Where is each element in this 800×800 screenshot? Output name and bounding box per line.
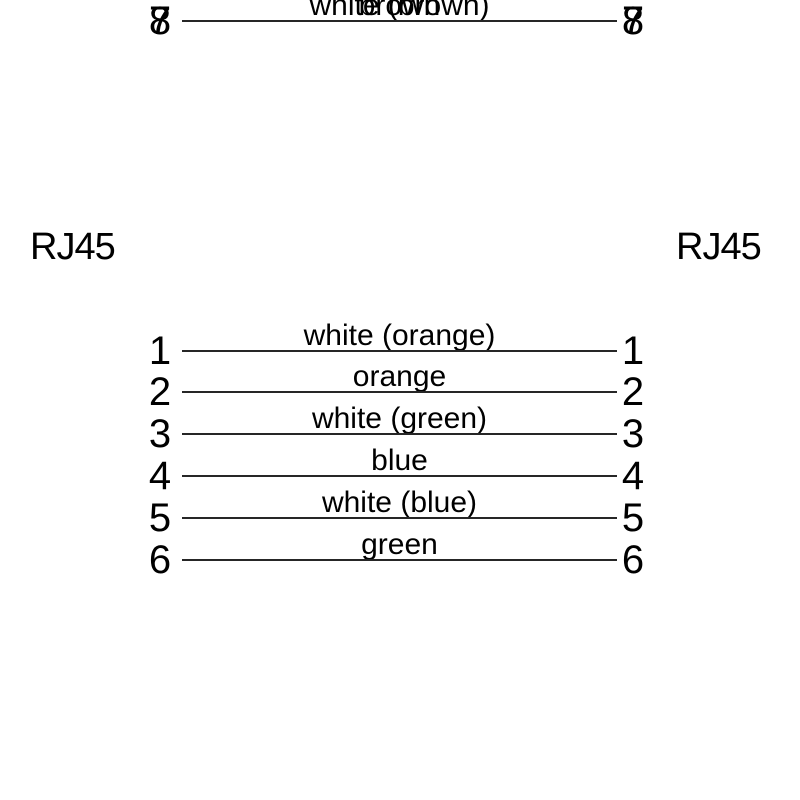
pin-number-left: 3 <box>148 412 172 456</box>
wire-line <box>182 433 617 435</box>
wire-line <box>182 517 617 519</box>
pin-number-left: 2 <box>148 370 172 414</box>
wire-color-label: white (orange) <box>303 319 496 352</box>
pin-number-left: 4 <box>148 454 172 498</box>
pin-number-right: 5 <box>621 496 645 540</box>
left-connector-label: RJ45 <box>30 226 116 268</box>
pin-number-left: 5 <box>148 496 172 540</box>
pin-number-right: 6 <box>621 538 645 582</box>
right-connector-label: RJ45 <box>676 226 762 268</box>
wire-color-label: brown <box>358 0 441 22</box>
wire-row-4: 4 blue 4 <box>148 446 645 498</box>
wire-row-6: 6 green 6 <box>148 530 645 582</box>
wire-color-label: orange <box>352 360 447 393</box>
wire-line <box>182 391 617 393</box>
wire-row-1: 1 white (orange) 1 <box>148 321 645 373</box>
pin-number-right: 3 <box>621 412 645 456</box>
wire-line <box>182 475 617 477</box>
pin-number-right: 8 <box>621 0 645 43</box>
wire-line <box>182 559 617 561</box>
wire-row-8: 8 brown 8 <box>148 0 645 43</box>
wire-row-2: 2 orange 2 <box>148 362 645 414</box>
pin-number-left: 8 <box>148 0 172 43</box>
wire-row-3: 3 white (green) 3 <box>148 404 645 456</box>
wire-line <box>182 20 617 22</box>
wire-row-5: 5 white (blue) 5 <box>148 488 645 540</box>
pin-number-left: 7 <box>148 0 172 43</box>
wire-line <box>182 350 617 352</box>
pin-number-left: 6 <box>148 538 172 582</box>
pin-number-right: 7 <box>621 0 645 43</box>
pin-number-right: 1 <box>621 329 645 373</box>
wire-color-label: white (green) <box>311 402 488 435</box>
wire-color-label: white (blue) <box>321 486 478 519</box>
wire-color-label: blue <box>371 444 428 477</box>
wire-color-label: white (brown) <box>309 0 490 22</box>
pin-number-right: 2 <box>621 370 645 414</box>
pin-number-right: 4 <box>621 454 645 498</box>
pin-number-left: 1 <box>148 329 172 373</box>
wire-color-label: green <box>361 528 438 561</box>
